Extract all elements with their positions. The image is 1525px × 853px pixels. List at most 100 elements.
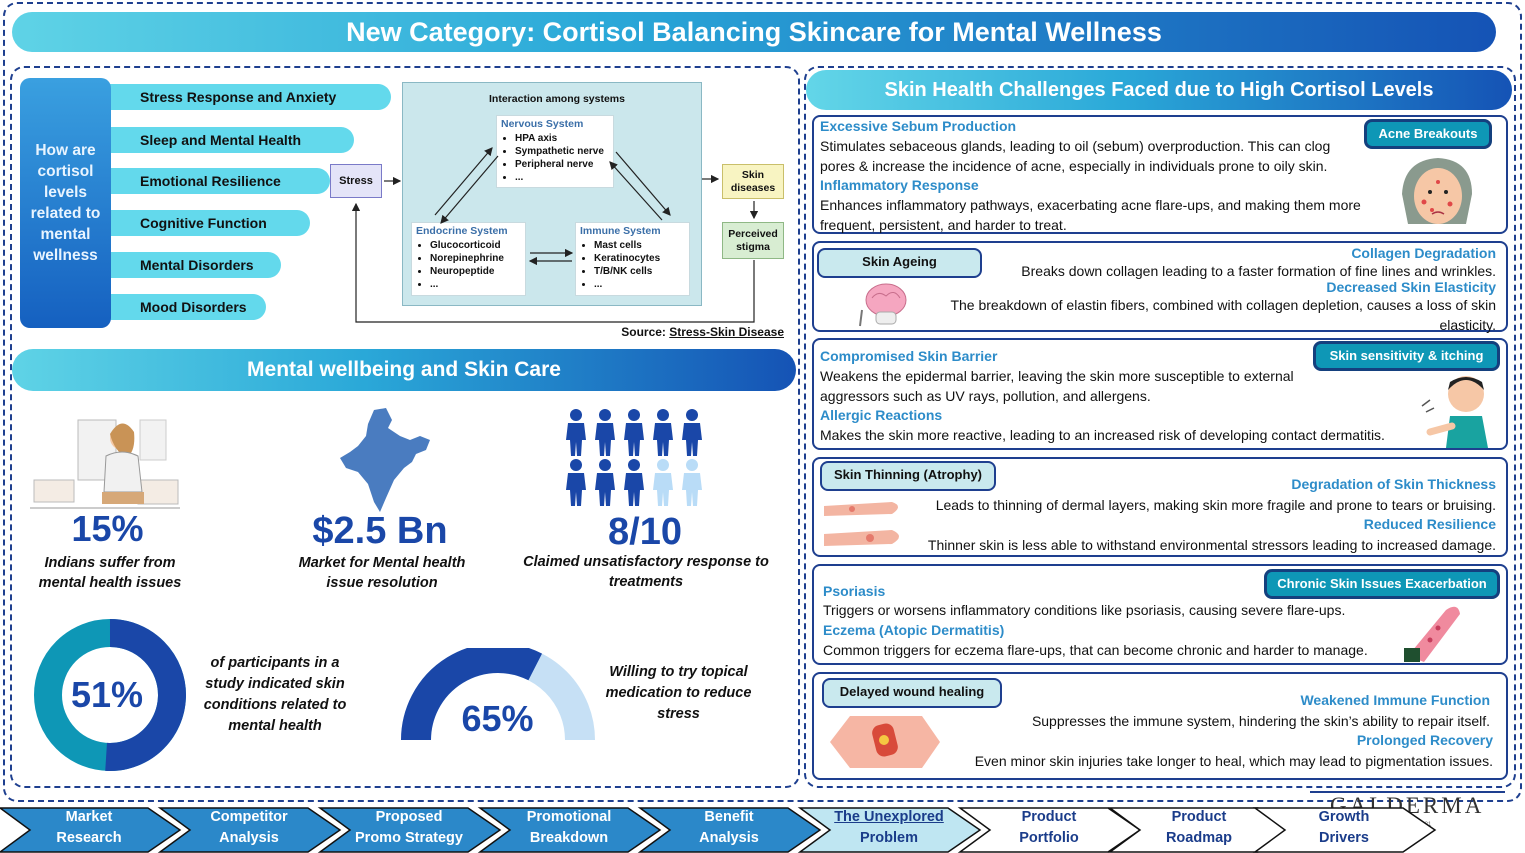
text-inflammatory: Enhances inflammatory pathways, exacerba… xyxy=(820,197,1361,233)
stat-value-response: 8/10 xyxy=(608,511,682,553)
nervous-item: Sympathetic nerve xyxy=(515,145,609,158)
left-panel xyxy=(10,66,800,788)
question-box: How are cortisol levels related to menta… xyxy=(20,78,111,328)
endocrine-title: Endocrine System xyxy=(416,225,508,237)
source-link[interactable]: Stress-Skin Disease xyxy=(669,325,784,339)
person-icon xyxy=(682,409,702,456)
brain-icon xyxy=(859,283,907,327)
gauge-chart xyxy=(401,648,595,741)
diagram-title: Interaction among systems xyxy=(489,93,625,105)
heading-skin-thickness: Degradation of Skin Thickness xyxy=(1291,476,1496,492)
outer-frame xyxy=(3,2,1522,802)
nav-item-line2: Analysis xyxy=(699,830,759,846)
immune-item: T/B/NK cells xyxy=(594,265,685,278)
nav-item-line2: Analysis xyxy=(219,830,279,846)
nav-item-line1: Growth xyxy=(1318,809,1370,825)
endocrine-item: Norepinephrine xyxy=(430,252,521,265)
thin-skin-arms-icon xyxy=(824,502,899,546)
donut-caption: of participants in a study indicated ski… xyxy=(203,655,347,734)
nav-chevron[interactable] xyxy=(637,807,822,853)
nav-item-line1: Competitor xyxy=(210,809,288,825)
bottom-navigation xyxy=(0,807,1437,853)
person-icon xyxy=(595,459,615,506)
endocrine-item: Glucocorticoid xyxy=(430,239,521,252)
eczema-arm-icon xyxy=(1404,606,1460,662)
wound-icon xyxy=(830,716,940,768)
nav-chevron[interactable] xyxy=(0,807,182,853)
immune-item: Keratinocytes xyxy=(594,252,685,265)
stat-value-market: $2.5 Bn xyxy=(312,510,448,552)
brand-rule xyxy=(1310,791,1505,793)
donut-value: 51% xyxy=(70,674,144,715)
heading-recovery: Prolonged Recovery xyxy=(1356,732,1493,748)
immune-system-box: Immune System Mast cells Keratinocytes T… xyxy=(575,222,690,296)
stress-box: Stress xyxy=(330,164,382,198)
gauge-value: 65% xyxy=(461,698,534,739)
nav-chevron[interactable] xyxy=(797,807,982,853)
nav-item-line1: Promotional xyxy=(526,809,612,825)
acne-face-icon xyxy=(1402,158,1472,224)
pill-mental-disorders: Mental Disorders xyxy=(110,252,281,278)
source-prefix: Source: xyxy=(621,325,670,339)
nav-item-line2: Roadmap xyxy=(1165,830,1233,846)
challenge-box-chronic xyxy=(812,564,1508,665)
immune-item: Mast cells xyxy=(594,239,685,252)
nervous-system-box: Nervous System HPA axis Sympathetic nerv… xyxy=(496,115,614,188)
endocrine-item: ... xyxy=(430,278,521,291)
heading-allergic: Allergic Reactions xyxy=(820,407,943,423)
person-icon xyxy=(653,409,673,456)
tag-chronic-skin: Chronic Skin Issues Exacerbation xyxy=(1264,569,1500,599)
person-icon xyxy=(566,409,586,456)
nav-chevron[interactable] xyxy=(1252,807,1437,853)
skin-challenges-title: Skin Health Challenges Faced due to High… xyxy=(806,70,1512,110)
person-icon xyxy=(566,459,586,506)
pill-mood-disorders: Mood Disorders xyxy=(110,294,266,320)
heading-eczema: Eczema (Atopic Dermatitis) xyxy=(823,622,1005,638)
gauge-arc xyxy=(401,648,543,741)
nervous-item: Peripheral nerve xyxy=(515,158,609,171)
nav-item-line2: Problem xyxy=(859,830,918,846)
itching-child-icon xyxy=(1421,376,1488,448)
text-immune-function: Suppresses the immune system, hindering … xyxy=(1031,713,1490,729)
stat-caption-response: Claimed unsatisfactory response to treat… xyxy=(523,554,769,590)
pill-sleep: Sleep and Mental Health xyxy=(110,127,354,153)
text-eczema: Common triggers for eczema flare-ups, th… xyxy=(823,642,1368,658)
person-icon xyxy=(595,409,615,456)
text-skin-thickness: Leads to thinning of dermal layers, maki… xyxy=(935,497,1496,513)
nav-item-line2: Promo Strategy xyxy=(355,830,463,846)
page-title: New Category: Cortisol Balancing Skincar… xyxy=(12,12,1496,52)
heading-skin-barrier: Compromised Skin Barrier xyxy=(820,348,998,364)
pill-emotional: Emotional Resilience xyxy=(110,168,330,194)
source-note: Source: Stress-Skin Disease xyxy=(560,325,784,339)
text-allergic: Makes the skin more reactive, leading to… xyxy=(820,427,1385,443)
mental-wellbeing-title: Mental wellbeing and Skin Care xyxy=(12,349,796,391)
nav-chevron[interactable] xyxy=(477,807,662,853)
stat-caption-market: Market for Mental health issue resolutio… xyxy=(298,555,466,591)
tag-skin-thinning: Skin Thinning (Atrophy) xyxy=(820,461,996,491)
nav-item-line2: Drivers xyxy=(1319,830,1369,846)
nervous-item: HPA axis xyxy=(515,132,609,145)
text-excessive-sebum: Stimulates sebaceous glands, leading to … xyxy=(820,138,1331,174)
nav-chevron[interactable] xyxy=(957,807,1142,853)
india-map-icon xyxy=(340,408,430,512)
nav-item-line1: Proposed xyxy=(375,809,443,825)
person-icon xyxy=(624,459,644,506)
nav-item-line1: The Unexplored xyxy=(834,809,944,825)
endocrine-system-box: Endocrine System Glucocorticoid Norepine… xyxy=(411,222,526,296)
heading-immune-function: Weakened Immune Function xyxy=(1300,692,1490,708)
nervous-item: ... xyxy=(515,171,609,184)
stat-value-indians: 15% xyxy=(71,508,144,549)
nav-chevron[interactable] xyxy=(317,807,502,853)
tag-delayed-wound: Delayed wound healing xyxy=(822,678,1002,708)
perceived-stigma-box: Perceived stigma xyxy=(722,222,784,259)
nav-chevron[interactable] xyxy=(157,807,342,853)
